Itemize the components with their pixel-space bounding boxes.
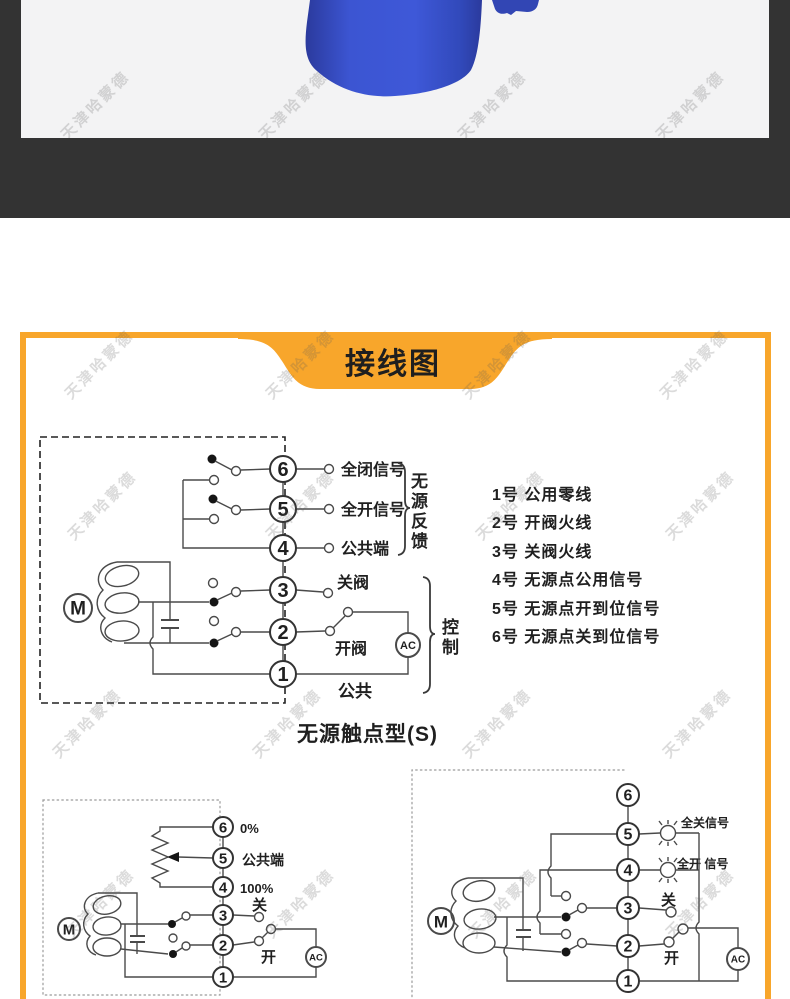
bl-label-0pct: 0% — [240, 821, 259, 836]
terminal-legend: 1号 公用零线 2号 开阀火线 3号 关阀火线 4号 无源点公用信号 5号 无源… — [492, 485, 660, 646]
bl-terminal-4: 4 — [219, 880, 228, 897]
capacitor-symbol — [117, 561, 179, 643]
legend-line-4: 4号 无源点公用信号 — [492, 570, 643, 589]
br-label-close: 关 — [661, 891, 676, 909]
potentiometer-symbol — [150, 826, 214, 888]
product-connector-tab — [492, 0, 539, 15]
banner-title: 接线图 — [345, 348, 441, 381]
br-switch-contacts — [540, 890, 618, 957]
control-brace — [422, 576, 436, 694]
br-label-full-close-signal: 全关信号 — [680, 815, 729, 830]
bl-label-100pct: 100% — [240, 881, 274, 896]
motor-symbol: M — [63, 593, 93, 623]
bl-label-common-terminal: 公共端 — [242, 852, 284, 868]
photo-right-dark-edge — [769, 0, 790, 138]
br-terminal-2: 2 — [624, 939, 633, 956]
ac-label: AC — [400, 640, 416, 652]
banner: 接线图 — [238, 332, 552, 389]
br-capacitor-symbol — [468, 877, 531, 951]
feedback-switch-contacts — [182, 454, 271, 549]
bottom-left-diagram: 0% 公共端 100% M — [42, 799, 327, 996]
bl-switch-contacts — [168, 911, 213, 958]
top-diagram: M — [39, 436, 438, 746]
br-terminal-1: 1 — [624, 974, 633, 991]
bl-motor-symbol: M — [57, 917, 81, 941]
br-terminal-6: 6 — [624, 788, 633, 805]
bl-terminal-3: 3 — [219, 908, 227, 925]
br-terminal-5: 5 — [624, 827, 633, 844]
terminal-1: 1 — [277, 664, 288, 686]
motor-label: M — [70, 599, 86, 620]
bl-ac-symbol: AC — [305, 946, 327, 968]
bl-capacitor-symbol — [98, 892, 145, 954]
label-open-valve: 开阀 — [335, 639, 367, 658]
dark-divider-band — [0, 138, 790, 218]
top-diagram-caption: 无源触点型(S) — [297, 722, 438, 746]
ac-source-symbol: AC — [395, 632, 421, 658]
br-terminal-4: 4 — [624, 863, 633, 880]
br-ac-label: AC — [731, 955, 745, 966]
bl-terminal-6: 6 — [219, 820, 227, 837]
bl-motor-windings — [83, 892, 122, 957]
label-common-terminal: 公共端 — [341, 539, 389, 558]
legend-line-2: 2号 开阀火线 — [492, 513, 592, 532]
wiring-diagram-card — [20, 332, 771, 999]
label-common: 公共 — [338, 682, 372, 701]
legend-line-1: 1号 公用零线 — [492, 485, 592, 504]
bl-terminal-circles: 6 5 4 3 2 1 — [212, 816, 234, 988]
full-close-lamp — [638, 820, 699, 846]
label-control: 控制 — [439, 618, 458, 658]
terminal-3: 3 — [277, 580, 288, 602]
legend-line-5: 5号 无源点开到位信号 — [492, 599, 660, 618]
br-ac-symbol: AC — [726, 947, 750, 971]
bl-terminal-2: 2 — [219, 938, 227, 955]
br-terminal-circles: 6 5 4 3 2 1 — [616, 783, 640, 993]
terminal-6: 6 — [277, 459, 288, 481]
terminal-circles: 6 5 4 3 2 1 — [269, 455, 297, 688]
bl-terminal-1: 1 — [219, 970, 227, 987]
terminal-2: 2 — [277, 622, 288, 644]
bl-terminal-5: 5 — [219, 851, 227, 868]
product-photo-blue-actuator — [305, 0, 539, 97]
feedback-output-terminals — [296, 463, 335, 554]
legend-line-6: 6号 无源点关到位信号 — [492, 627, 660, 646]
bottom-right-diagram: M — [411, 769, 750, 999]
br-motor-windings — [450, 877, 497, 954]
control-switch-contacts — [207, 577, 271, 648]
terminal-5: 5 — [277, 499, 288, 521]
br-terminal-3: 3 — [624, 901, 633, 918]
label-full-open-signal: 全开信号 — [340, 500, 405, 519]
bl-ac-label: AC — [309, 953, 323, 964]
br-label-full-open-signal: 全开 信号 — [676, 856, 728, 871]
br-dotted-enclosure — [411, 769, 625, 999]
motor-windings — [96, 561, 140, 643]
legend-line-3: 3号 关阀火线 — [492, 542, 592, 561]
br-motor-label: M — [434, 913, 448, 932]
terminal-4: 4 — [277, 538, 289, 560]
actuator-dashed-enclosure — [39, 436, 286, 704]
feedback-brace — [397, 462, 411, 556]
label-passive-feedback: 无源反馈 — [408, 472, 427, 552]
bl-dotted-enclosure — [42, 799, 221, 996]
bl-label-open: 开 — [261, 949, 276, 966]
full-open-lamp — [639, 857, 699, 883]
photo-left-dark-edge — [0, 0, 21, 138]
bl-label-close: 关 — [252, 896, 267, 914]
br-motor-symbol: M — [427, 907, 455, 935]
bl-motor-label: M — [63, 922, 76, 939]
label-close-valve: 关阀 — [337, 573, 369, 592]
br-label-open: 开 — [664, 950, 679, 967]
label-full-close-signal: 全闭信号 — [340, 460, 405, 479]
